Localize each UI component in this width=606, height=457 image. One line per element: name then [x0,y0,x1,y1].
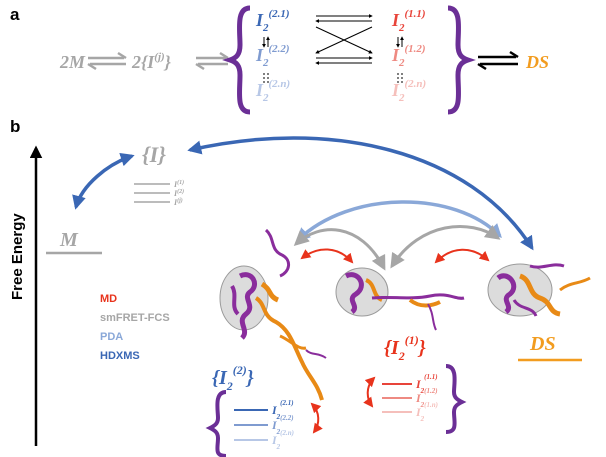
protein-structure-i2-2 [219,228,327,401]
panel-a-group1-state: I2(1.2) [391,43,426,69]
intermediate-level-label: I(2) [173,188,184,198]
panel-a-label: a [10,5,20,24]
panel-a-group2-state: I2(2.1) [255,8,290,34]
y-axis-label: Free Energy [9,213,26,300]
brace-group2-left [222,5,251,115]
equilibrium-arrow-ds [477,50,519,71]
brace-b-group2 [205,390,227,457]
panel-a-group1-state: I2(1.1) [391,8,426,34]
i2-group2-label: {I2(2)} [212,363,254,393]
group1-level-label: I2(1.n) [415,401,438,423]
group2-level-label: I2(2.1) [271,399,294,421]
intermediate-levels: I(1)I(2)I(j) [134,179,184,207]
panel-a-ds: DS [525,52,549,72]
panel-a-group2: I2(2.1) I2(2.2) I2(2.n) [255,8,290,104]
panel-a-monomer: 2M [59,52,86,72]
protein-structure-i2-1 [335,267,465,331]
panel-b-label: b [10,117,20,136]
group2-levels: I2(2.1)I2(2.2)I2(2.n) [234,399,294,451]
panel-a-group1: I2(1.1) I2(1.2) I2(2.n) [391,8,426,104]
group2-level-label: I2(2.2) [271,414,294,436]
equilibrium-arrow-i-group2 [195,51,229,71]
group1-level-label: I2(1.1) [415,373,438,395]
equilibrium-arrow-m-i [87,51,127,71]
group1-levels: I2(1.1)I2(1.2)I2(1.n) [382,373,438,423]
legend-entry: smFRET-FCS [100,312,170,324]
group2-internal-arrows [262,36,270,83]
i2-group1-label: {I2(1)} [384,333,426,363]
smfret-arrow-right [390,224,501,269]
panel-a-group2-state: I2(2.2) [255,43,290,69]
md-arrow-left [300,248,354,264]
brace-group1-right [447,5,476,115]
legend-entry: MD [100,293,117,305]
md-arrow-group2 [310,402,323,434]
hdxms-arrow-i-ds [187,136,534,251]
md-arrow-group1 [363,376,376,408]
panel-a-group1-state: I2(2.n) [391,78,426,104]
intermediate-level-label: I(1) [173,179,184,189]
brace-b-group1 [445,364,467,434]
protein-structure-ds [487,263,591,317]
ds-label: DS [529,333,556,355]
intermediate-level-label: I(j) [173,197,183,207]
group2-level-label: I2(2.n) [271,429,294,451]
group1-level-label: I2(1.2) [415,387,438,409]
smfret-arrow-left [293,228,386,271]
md-arrow-right [434,248,490,264]
panel-a-intermediate: 2{I(j)} [131,51,172,72]
method-legend: MD smFRET-FCS PDA HDXMS [100,293,170,362]
pda-arrow [295,200,502,242]
panel-a-group2-state: I2(2.n) [255,78,290,104]
monomer-label: M [59,229,79,251]
hdxms-arrow-m-i [72,152,135,210]
legend-entry: HDXMS [100,350,140,362]
intermediate-set-label: {I} [142,142,166,167]
cross-exchange-arrows [315,14,373,65]
legend-entry: PDA [100,331,123,343]
group1-internal-arrows [396,36,404,83]
